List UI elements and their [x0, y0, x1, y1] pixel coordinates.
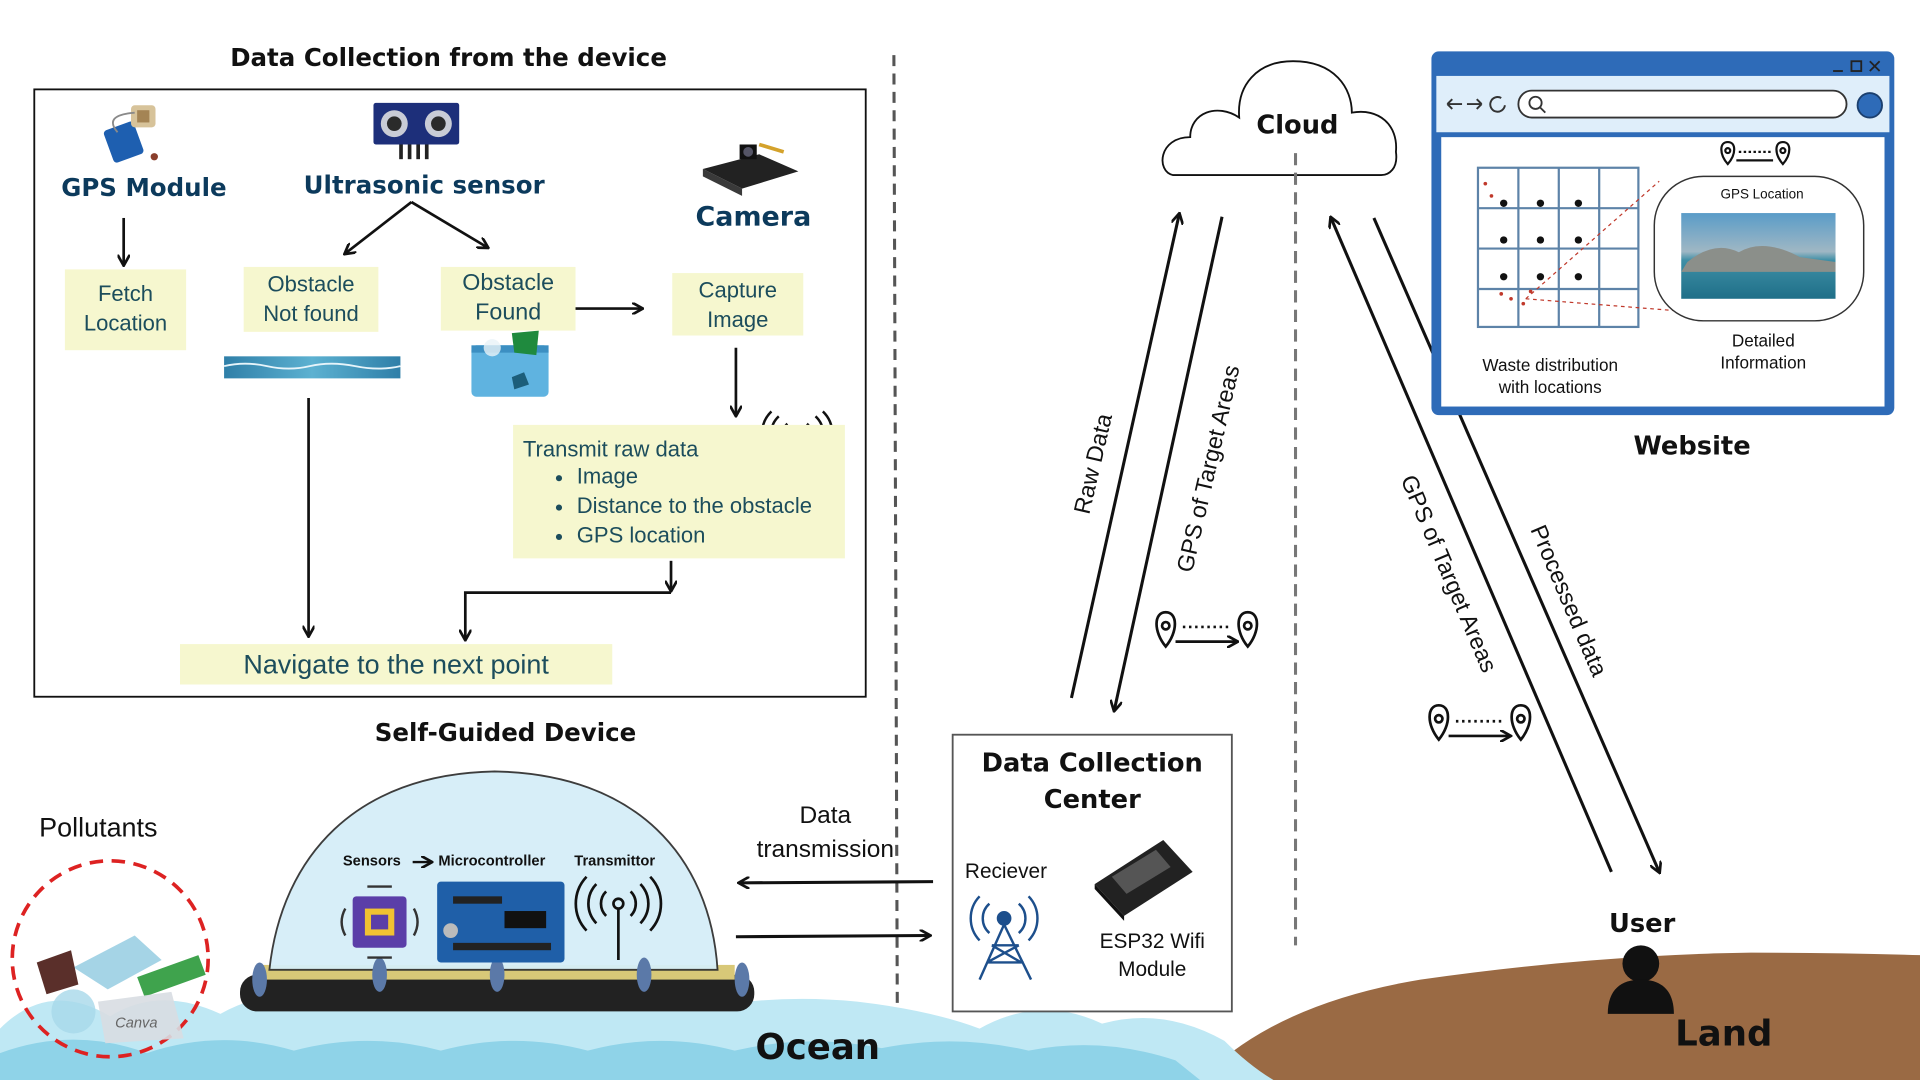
microcontroller-label: Microcontroller	[438, 852, 546, 870]
gps-pins-left-icon	[1155, 610, 1259, 649]
obstacle-found-line2: Found	[475, 300, 542, 326]
transmit-raw-data-box: Transmit raw data Image Distance to the …	[513, 424, 845, 559]
center-title-line1: Data Collection	[981, 748, 1203, 778]
ultrasonic-sensor-icon	[373, 102, 460, 160]
gps-module-icon	[103, 105, 158, 163]
obstacle-not-found-line2: Not found	[263, 301, 359, 326]
receiver-tower-icon	[969, 895, 1039, 981]
land-label: Land	[1675, 1012, 1773, 1055]
camera-module-icon	[702, 142, 799, 196]
list-item: Distance to the obstacle	[577, 491, 845, 520]
ocean-label: Ocean	[755, 1026, 881, 1068]
transmitter-label: Transmittor	[574, 852, 656, 870]
capture-image-box: Capture Image	[672, 273, 804, 336]
esp32-line1: ESP32 Wifi	[1099, 929, 1205, 953]
list-item: GPS location	[577, 520, 845, 549]
capture-image-line1: Capture	[698, 277, 777, 303]
pollutants-label: Pollutants	[39, 811, 158, 843]
user-label: User	[1608, 908, 1676, 938]
detailed-line2: Information	[1720, 352, 1807, 373]
cloud-label: Cloud	[1256, 110, 1339, 140]
fetch-location-line2: Location	[83, 311, 168, 336]
obstacle-found-line1: Obstacle	[462, 270, 555, 297]
canva-watermark: Canva	[115, 1013, 158, 1032]
navigate-next-point-box: Navigate to the next point	[180, 644, 613, 685]
data-transmission-label: Data transmission	[740, 798, 911, 867]
divider-line	[892, 55, 900, 1080]
obstacle-underwater-icon	[471, 330, 549, 397]
cloud-shape	[1161, 60, 1398, 177]
obstacle-found-box: Obstacle Found	[440, 266, 576, 331]
data-transmission-line1: Data	[799, 802, 852, 829]
list-item: Image	[577, 462, 845, 491]
waste-distribution-grid	[1476, 166, 1640, 329]
capture-image-line2: Image	[707, 307, 769, 332]
device-panel-title: Data Collection from the device	[230, 42, 667, 73]
data-transmission-line2: transmission	[756, 836, 895, 864]
center-title-line2: Center	[1043, 784, 1141, 815]
gps-module-label: GPS Module	[61, 172, 227, 203]
self-guided-device-title: Self-Guided Device	[374, 717, 637, 747]
detailed-information-label: Detailed Information	[1690, 329, 1837, 373]
receiver-label: Reciever	[964, 859, 1048, 883]
ultrasonic-sensor-label: Ultrasonic sensor	[303, 170, 545, 200]
self-guided-device-illustration	[240, 770, 755, 1012]
user-icon	[1607, 945, 1674, 1014]
fetch-location-box: Fetch Location	[64, 269, 187, 351]
sensors-label: Sensors	[342, 852, 401, 870]
detailed-line1: Detailed	[1731, 330, 1795, 351]
waste-line2: with locations	[1498, 377, 1602, 397]
camera-label: Camera	[695, 202, 812, 233]
pollutants-illustration	[10, 858, 211, 1059]
land-shape	[1200, 952, 1920, 1080]
center-title: Data Collection Center	[953, 744, 1232, 817]
waste-distribution-label: Waste distribution with locations	[1465, 354, 1636, 398]
transmit-list: Image Distance to the obstacle GPS locat…	[523, 462, 845, 550]
esp32-module-icon	[1094, 840, 1193, 921]
gps-pins-right-icon	[1428, 703, 1532, 739]
device-panel-frame	[33, 88, 867, 698]
obstacle-not-found-box: Obstacle Not found	[243, 266, 379, 332]
website-gps-location-label: GPS Location	[1720, 187, 1804, 203]
esp32-line2: Module	[1118, 957, 1187, 981]
esp32-label: ESP32 Wifi Module	[1085, 927, 1220, 983]
obstacle-not-found-line1: Obstacle	[267, 271, 355, 297]
ocean-strip-image	[224, 356, 401, 379]
waste-line1: Waste distribution	[1482, 355, 1619, 375]
website-title: Website	[1633, 431, 1751, 461]
website-gps-pins-icon	[1720, 140, 1791, 166]
transmit-title: Transmit raw data	[522, 437, 699, 462]
fetch-location-line1: Fetch	[97, 281, 154, 307]
